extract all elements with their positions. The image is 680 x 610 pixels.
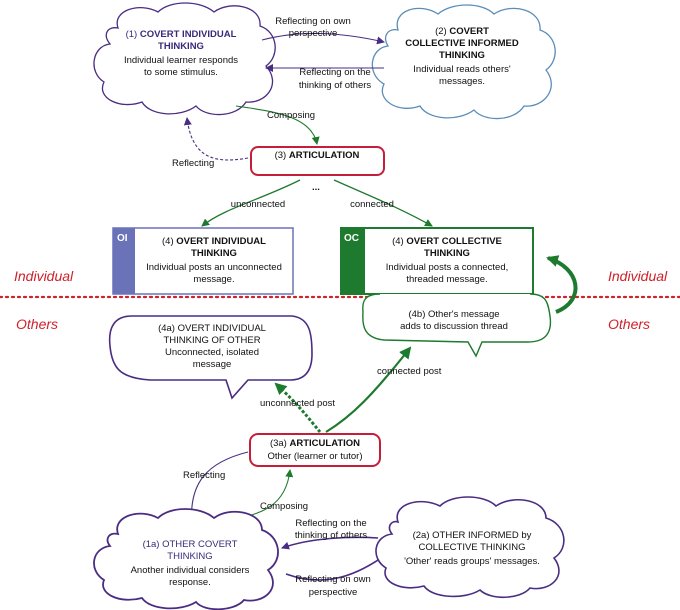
edge-unconnected-label: unconnected [231, 199, 285, 210]
edge-reflecting-others-top-line2: thinking of others [299, 80, 372, 91]
svg-text:(4) OVERT COLLECTIVE: (4) OVERT COLLECTIVE [392, 236, 502, 247]
other-informed-title-line1: (2a) OTHER INFORMED by [413, 530, 532, 541]
edge-thread-feedback [546, 255, 578, 314]
node-other-informed: (2a) OTHER INFORMED by COLLECTIVE THINKI… [375, 496, 565, 599]
node-overt-individual-other: (4a) OVERT INDIVIDUAL THINKING OF OTHER … [108, 315, 313, 400]
edge-unconnected-post [274, 382, 322, 433]
overt-individual-prefix: (4) [162, 236, 176, 247]
covert-collective-desc-line1: Individual reads others' [413, 64, 511, 75]
overt-individual-badge: OI [117, 233, 128, 244]
overt-collective-title-line1: OVERT COLLECTIVE [406, 236, 502, 247]
edge-connected-post [325, 346, 412, 433]
edge-reflecting-own-bottom [285, 555, 385, 581]
node-others-message: (4b) Other's message adds to discussion … [362, 293, 552, 358]
edge-reflecting-bottom-label: Reflecting [183, 470, 225, 481]
edge-reflecting-own-top-line1: Reflecting on own [275, 16, 351, 27]
covert-collective-desc-line2: messages. [439, 76, 485, 87]
overt-individual-title-line2: THINKING [191, 248, 237, 259]
edge-reflecting-others-bottom-line2: thinking of others [295, 530, 368, 541]
node-articulation: (3) ARTICULATION [250, 146, 385, 176]
overt-collective-prefix: (4) [392, 236, 406, 247]
covert-collective-prefix: (2) [435, 26, 449, 37]
overt-collective-desc-line2: threaded message. [406, 274, 487, 285]
covert-individual-desc-line2: to some stimulus. [144, 67, 218, 78]
covert-individual-title-line2: THINKING [158, 41, 204, 52]
side-label-others-right: Others [608, 316, 650, 332]
overt-individual-title-line1: OVERT INDIVIDUAL [176, 236, 266, 247]
other-informed-desc-line1: 'Other' reads groups' messages. [404, 556, 540, 567]
edge-composing-top [235, 105, 320, 145]
svg-text:(3a) ARTICULATION: (3a) ARTICULATION [270, 438, 360, 449]
edge-unconnected [201, 179, 301, 227]
node-overt-individual: OI (4) OVERT INDIVIDUAL THINKING Individ… [112, 227, 294, 295]
node-other-covert: (1a) OTHER COVERT THINKING Another indiv… [93, 508, 279, 610]
node-articulation-other: (3a) ARTICULATION Other (learner or tuto… [249, 433, 381, 467]
svg-text:(4) OVERT INDIVIDUAL: (4) OVERT INDIVIDUAL [162, 236, 266, 247]
others-message-line1: (4b) Other's message [408, 309, 499, 320]
other-covert-desc-line2: response. [169, 577, 211, 588]
other-covert-desc-line1: Another individual considers [131, 565, 250, 576]
overt-collective-title-line2: THINKING [424, 248, 470, 259]
edge-unconnected-post-label: unconnected post [260, 398, 335, 409]
articulation-prefix: (3) [275, 150, 289, 161]
edge-reflecting-own-top [261, 32, 385, 45]
covert-individual-desc-line1: Individual learner responds [124, 55, 238, 66]
side-label-individual-right: Individual [608, 268, 668, 284]
edge-reflecting-own-top-line2: perspective [289, 28, 338, 39]
edge-reflecting-top-label: Reflecting [172, 158, 214, 169]
other-covert-title-line1: (1a) OTHER COVERT [143, 539, 238, 550]
svg-text:(1) COVERT INDIVIDUAL: (1) COVERT INDIVIDUAL [126, 29, 237, 40]
overt-individual-desc-line2: message. [193, 274, 234, 285]
overt-individual-other-line2: THINKING OF OTHER [163, 335, 260, 346]
overt-individual-other-line4: message [193, 359, 232, 370]
covert-individual-prefix: (1) [126, 29, 140, 40]
other-informed-title-line2: COLLECTIVE THINKING [419, 542, 526, 553]
edge-connected-label: connected [350, 199, 394, 210]
edge-reflecting-others-top-line1: Reflecting on the [299, 67, 370, 78]
edge-reflecting-top [183, 117, 249, 161]
ellipsis: ... [312, 182, 320, 193]
edge-reflecting-others-bottom [281, 536, 379, 550]
overt-collective-desc-line1: Individual posts a connected, [386, 262, 509, 273]
articulation-other-title: ARTICULATION [290, 438, 361, 449]
edge-composing-bottom-label: Composing [260, 501, 308, 512]
overt-individual-other-line3: Unconnected, isolated [165, 347, 259, 358]
svg-text:(2) COVERT: (2) COVERT [435, 26, 489, 37]
covert-collective-title-line2: COLLECTIVE INFORMED [405, 38, 519, 49]
covert-collective-title-line3: THINKING [439, 50, 485, 61]
overt-individual-desc-line1: Individual posts an unconnected [146, 262, 282, 273]
articulation-other-desc: Other (learner or tutor) [267, 451, 362, 462]
overt-collective-badge: OC [344, 233, 359, 244]
node-covert-collective: (2) COVERT COLLECTIVE INFORMED THINKING … [371, 4, 556, 120]
edge-reflecting-others-bottom-line1: Reflecting on the [295, 518, 366, 529]
node-overt-collective: OC (4) OVERT COLLECTIVE THINKING Individ… [340, 227, 534, 295]
edge-composing-top-label: Composing [267, 110, 315, 121]
node-covert-individual: (1) COVERT INDIVIDUAL THINKING Individua… [93, 2, 276, 116]
side-label-individual-left: Individual [14, 268, 74, 284]
edge-reflecting-own-bottom-line2: perspective [309, 587, 358, 598]
edge-connected-post-label: connected post [377, 366, 442, 377]
articulation-other-prefix: (3a) [270, 438, 290, 449]
overt-individual-other-line1: (4a) OVERT INDIVIDUAL [158, 323, 266, 334]
articulation-title: ARTICULATION [289, 150, 360, 161]
covert-individual-title-line1: COVERT INDIVIDUAL [140, 29, 237, 40]
other-covert-title-line2: THINKING [167, 551, 212, 562]
edge-connected [333, 179, 433, 227]
others-message-line2: adds to discussion thread [400, 321, 508, 332]
svg-text:(3) ARTICULATION: (3) ARTICULATION [275, 150, 360, 161]
side-label-others-left: Others [16, 316, 58, 332]
covert-collective-title-line1: COVERT [449, 26, 489, 37]
edge-reflecting-own-bottom-line1: Reflecting on own [295, 574, 371, 585]
